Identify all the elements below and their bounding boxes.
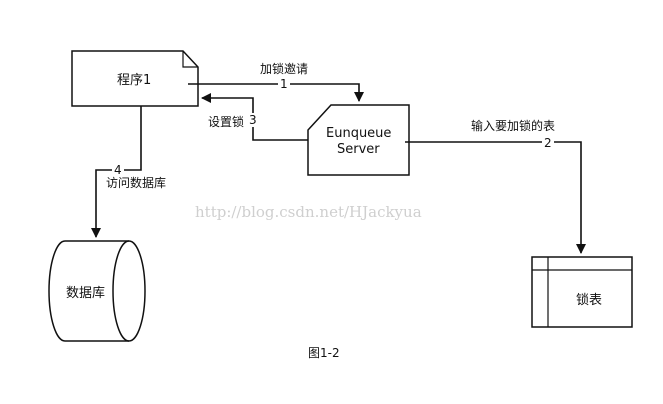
edge-access-db: 4 访问数据库: [91, 106, 166, 238]
edge-set-lock-step-bg: [247, 113, 259, 127]
edge-set-lock: 设置锁 3: [201, 93, 308, 141]
edge-request-lock-step: 1: [280, 77, 288, 91]
lock-table-label: 锁表: [576, 292, 602, 308]
server-node: Eunqueue Server: [307, 104, 410, 176]
edge-request-lock-line: [188, 83, 364, 102]
database-label: 数据库: [66, 285, 105, 301]
edge-access-db-text: 访问数据库: [106, 175, 166, 190]
edge-input-table-text: 输入要加锁的表: [471, 118, 555, 133]
watermark-text: http://blog.csdn.net/HJackyua: [195, 203, 422, 221]
server-shape: [307, 104, 410, 176]
edge-access-db-step-bg: [112, 163, 124, 177]
edge-input-table-line: [405, 141, 586, 254]
edge-set-lock-text: 设置锁: [208, 114, 244, 129]
edge-input-table-step-bg: [542, 136, 554, 149]
database-node: 数据库: [48, 240, 146, 342]
lock-table-node: 锁表: [531, 256, 633, 328]
edge-input-table: 输入要加锁的表 2: [405, 118, 586, 254]
edge-input-table-step: 2: [544, 136, 552, 150]
server-label-line2: Server: [337, 142, 380, 157]
program-fold-corner: [182, 51, 198, 68]
program-label: 程序1: [117, 73, 151, 88]
server-label-line1: Eunqueue: [326, 126, 391, 141]
program-node: 程序1: [71, 50, 199, 107]
edge-request-lock: 加锁邀请 1: [188, 61, 364, 102]
edge-request-lock-text: 加锁邀请: [260, 61, 308, 76]
program-document-shape: [71, 50, 199, 107]
edge-access-db-step: 4: [114, 163, 122, 177]
edge-request-lock-step-bg: [278, 77, 290, 90]
database-end-arc: [112, 240, 130, 342]
lock-table-shape: [531, 256, 633, 328]
edge-set-lock-step: 3: [249, 113, 257, 127]
figure-caption: 图1-2: [308, 346, 340, 360]
